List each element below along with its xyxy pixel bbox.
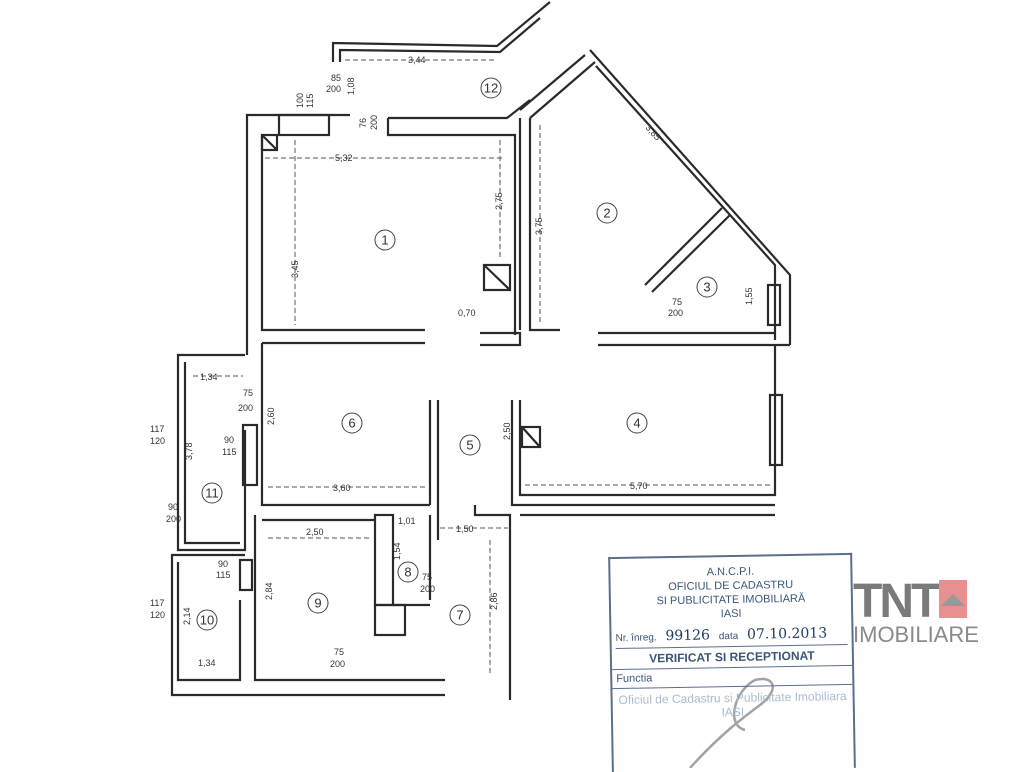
svg-text:2,84: 2,84 [264,582,274,600]
room-8: 8 [397,561,419,583]
svg-text:2: 2 [603,206,610,221]
svg-text:3: 3 [703,280,710,295]
svg-text:1,01: 1,01 [398,516,416,526]
tnt-imobiliare-logo: TNT IMOBILIARE [853,575,979,647]
svg-text:5,32: 5,32 [335,153,353,163]
svg-text:3,44: 3,44 [408,55,426,65]
room-10: 10 [196,609,218,631]
room-7: 7 [449,604,471,626]
stamp-faded-seal: Oficiul de Cadastru si Publicitate Imobi… [618,689,847,720]
svg-text:75: 75 [672,297,682,307]
svg-text:1,54: 1,54 [392,542,402,560]
cadastre-stamp: A.N.C.P.I. OFICIUL DE CADASTRU SI PUBLIC… [608,552,856,772]
svg-text:3,75: 3,75 [534,217,544,235]
dimension-labels: 3,44 1,08 85 200 100 115 76 200 5,32 3,4… [150,55,754,669]
svg-text:75: 75 [422,572,432,582]
svg-text:117: 117 [150,424,164,434]
svg-text:115: 115 [216,570,230,580]
svg-text:90: 90 [168,502,178,512]
svg-text:75: 75 [334,647,344,657]
svg-text:1,50: 1,50 [456,524,474,534]
svg-text:2,50: 2,50 [306,527,324,537]
svg-text:7: 7 [456,608,463,623]
svg-text:3,60: 3,60 [333,483,351,493]
svg-text:9: 9 [314,596,321,611]
svg-text:1,55: 1,55 [744,287,754,305]
svg-text:115: 115 [305,94,315,108]
svg-text:0,70: 0,70 [458,308,476,318]
svg-text:200: 200 [326,84,341,94]
svg-text:2,14: 2,14 [182,607,192,625]
svg-text:2,75: 2,75 [494,192,504,210]
room-3: 3 [696,276,718,298]
registration-number: 99126 [665,627,711,645]
registration-date: 07.10.2013 [746,625,828,643]
svg-text:8: 8 [404,565,411,580]
svg-text:1: 1 [381,233,388,248]
house-roof-icon [939,580,968,618]
svg-text:5,70: 5,70 [630,481,648,491]
svg-text:3,45: 3,45 [290,260,300,278]
svg-text:200: 200 [166,514,181,524]
svg-text:3,85: 3,85 [644,123,663,143]
svg-text:11: 11 [205,486,219,501]
room-2: 2 [596,202,618,224]
svg-text:120: 120 [150,610,165,620]
svg-text:1,34: 1,34 [200,372,218,382]
walls [170,1,792,700]
svg-text:6: 6 [348,416,355,431]
svg-text:117: 117 [150,598,164,608]
svg-text:5: 5 [466,438,473,453]
svg-text:85: 85 [331,73,341,83]
room-9: 9 [307,592,329,614]
room-12: 12 [480,77,502,99]
svg-text:3,78: 3,78 [184,442,194,460]
svg-text:200: 200 [668,308,683,318]
svg-text:4: 4 [633,416,640,431]
svg-text:115: 115 [222,447,236,457]
room-11: 11 [201,482,223,504]
svg-text:200: 200 [238,403,253,413]
svg-text:76: 76 [358,118,368,128]
svg-text:2,60: 2,60 [266,407,276,425]
svg-text:1,34: 1,34 [198,658,216,668]
svg-text:90: 90 [218,559,228,569]
dimension-lines [193,59,770,675]
svg-text:1,08: 1,08 [346,77,356,95]
svg-text:200: 200 [330,659,345,669]
room-1: 1 [374,229,396,251]
svg-text:75: 75 [243,388,253,398]
svg-text:10: 10 [200,613,214,628]
room-6: 6 [341,412,363,434]
room-numbers: 1 2 3 4 5 6 7 8 9 10 11 12 [196,77,718,631]
svg-text:12: 12 [484,81,498,96]
svg-text:200: 200 [369,115,379,130]
svg-text:200: 200 [420,584,435,594]
svg-text:2,50: 2,50 [502,422,512,440]
svg-text:120: 120 [150,436,165,446]
svg-text:90: 90 [224,435,234,445]
room-5: 5 [459,434,481,456]
svg-text:100: 100 [295,93,305,108]
room-4: 4 [626,412,648,434]
stamp-line-4: IASI [720,607,742,621]
svg-text:2,86: 2,86 [489,592,499,610]
